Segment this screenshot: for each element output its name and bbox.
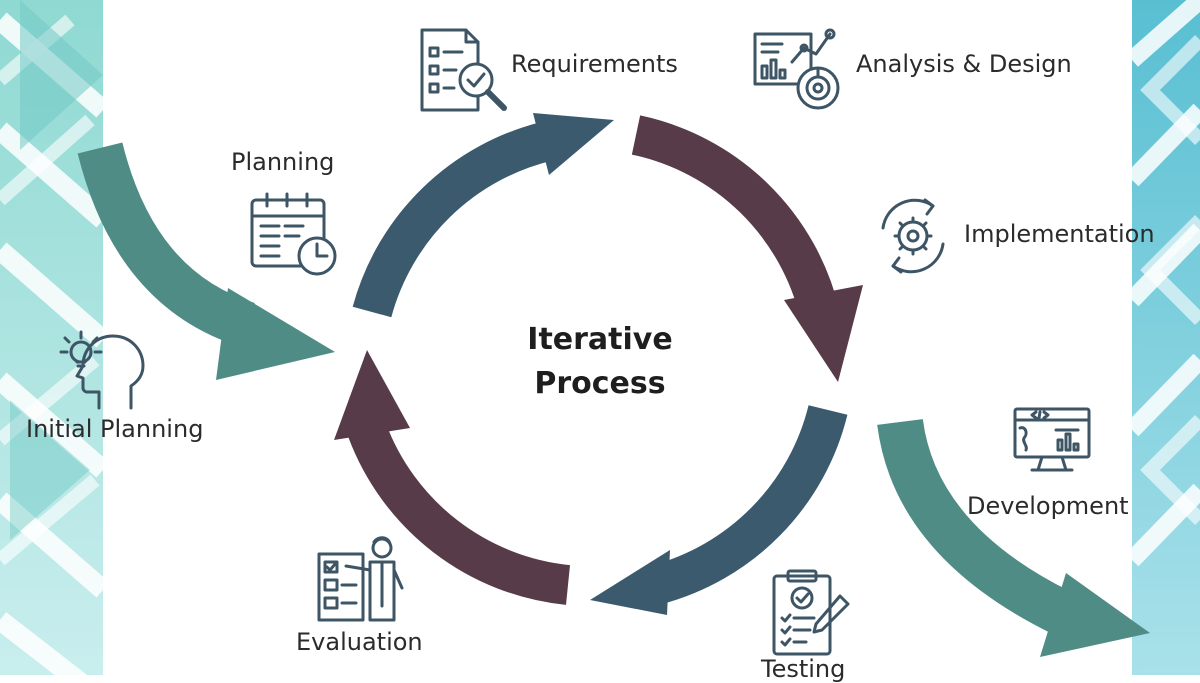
presenter-board-icon [317, 536, 404, 622]
cycle-arrow-bottom-left [334, 350, 571, 605]
gear-cycle-icon [881, 198, 945, 274]
cycle-arrow-top-right [631, 115, 863, 382]
label-evaluation: Evaluation [296, 628, 423, 656]
exit-arrow [877, 418, 1150, 657]
cycle-arrow-top-left [352, 113, 614, 318]
label-implementation: Implementation [964, 220, 1155, 248]
center-title-line2: Process [534, 366, 666, 401]
checklist-magnifier-icon [420, 28, 507, 112]
cycle-arrow-bottom-right [590, 404, 848, 615]
head-lightbulb-icon [59, 330, 145, 410]
label-analysis-design: Analysis & Design [856, 50, 1072, 78]
label-requirements: Requirements [511, 50, 678, 78]
analytics-dashboard-icon [753, 28, 840, 110]
entry-arrow [77, 142, 335, 380]
center-title-line1: Iterative [527, 322, 673, 357]
label-development: Development [967, 492, 1129, 520]
calendar-clock-icon [250, 192, 337, 276]
clipboard-test-icon [772, 569, 850, 656]
monitor-code-icon [1013, 407, 1091, 472]
label-planning: Planning [231, 148, 335, 176]
left-decor-panel [0, 0, 110, 675]
right-decor-panel [1125, 0, 1200, 675]
center-title: Iterative Process [470, 318, 730, 406]
label-initial-planning: Initial Planning [26, 415, 204, 443]
label-testing: Testing [761, 655, 846, 683]
